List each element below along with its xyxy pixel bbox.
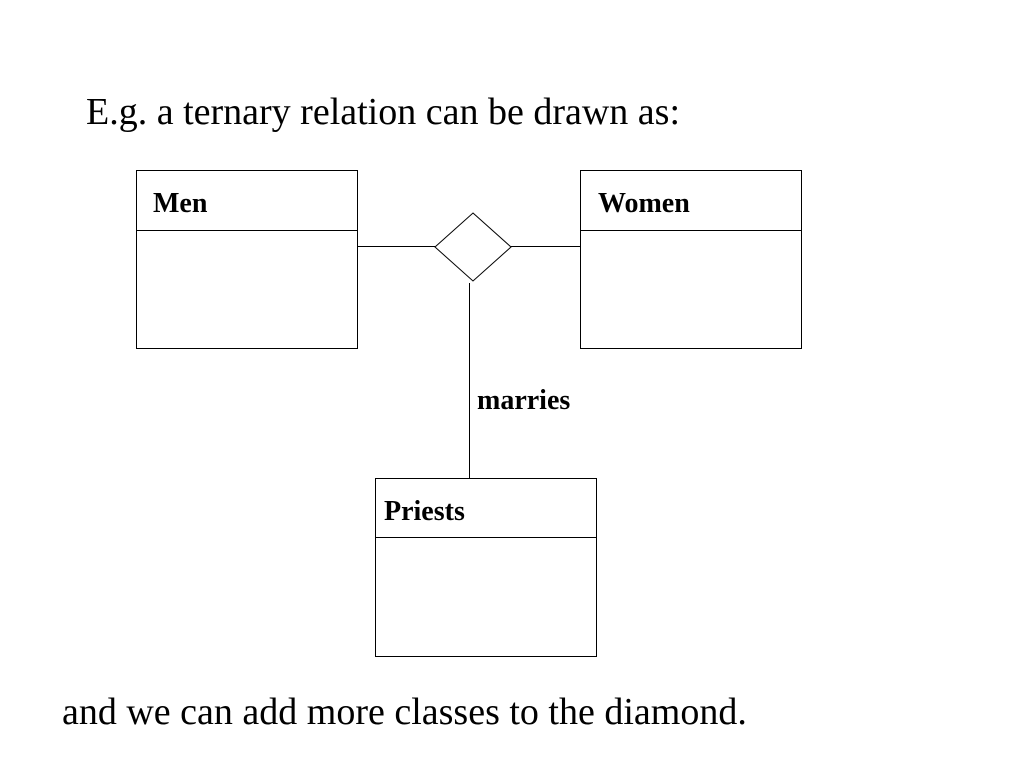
class-box-priests: Priests xyxy=(375,478,597,657)
class-name-men: Men xyxy=(153,188,208,219)
class-box-men-frame xyxy=(136,170,358,349)
class-box-priests-frame xyxy=(375,478,597,657)
class-name-women: Women xyxy=(598,188,690,219)
class-box-women-frame xyxy=(580,170,802,349)
class-name-priests: Priests xyxy=(384,496,465,527)
association-diamond xyxy=(434,212,512,282)
intro-text: E.g. a ternary relation can be drawn as: xyxy=(86,91,681,133)
outro-text: and we can add more classes to the diamo… xyxy=(62,691,747,733)
class-box-men: Men xyxy=(136,170,358,349)
association-label: marries xyxy=(477,385,570,416)
class-box-women: Women xyxy=(580,170,802,349)
